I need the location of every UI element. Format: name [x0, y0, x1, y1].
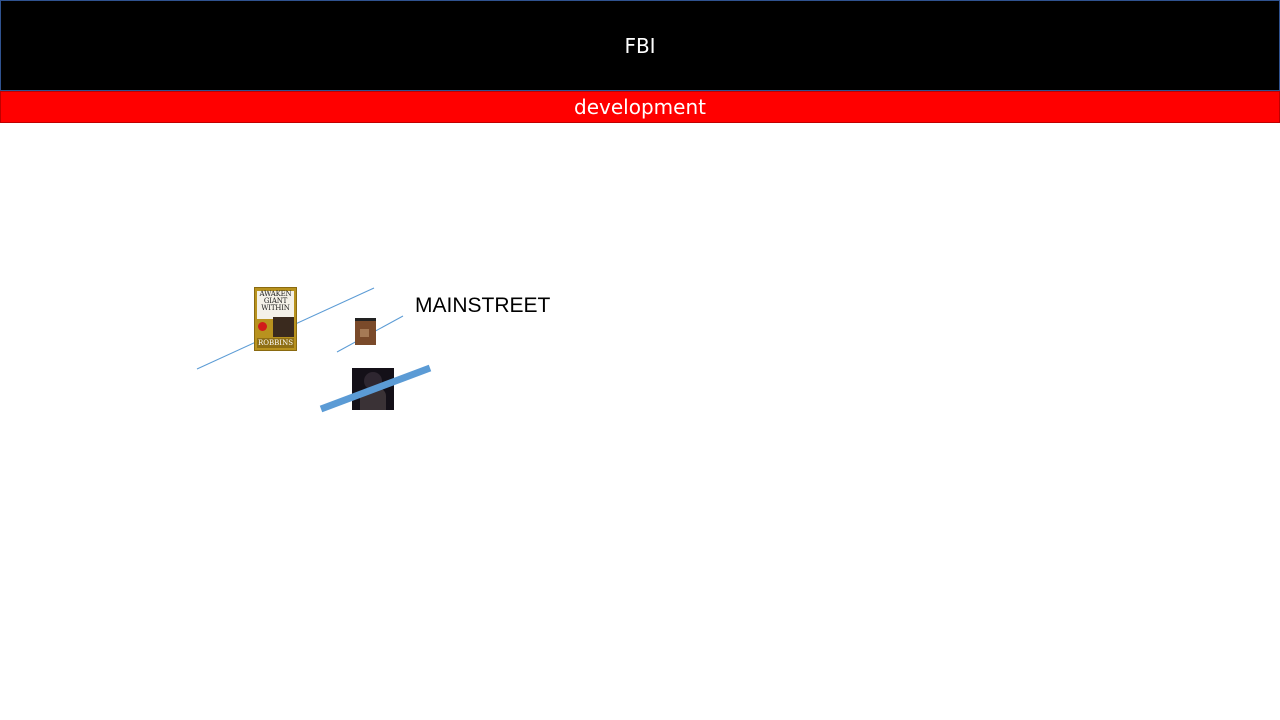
- small-thumbnail-image[interactable]: [355, 318, 376, 345]
- portrait-image[interactable]: [352, 368, 394, 410]
- page-title: FBI: [624, 33, 656, 58]
- book-author: ROBBINS: [257, 338, 294, 348]
- mainstreet-label: MAINSTREET: [415, 294, 551, 317]
- title-bar: FBI: [0, 0, 1280, 91]
- book-badge: [258, 322, 267, 331]
- book-author-photo: [273, 317, 294, 337]
- book-cover-image[interactable]: AWAKEN GIANT WITHIN ROBBINS: [254, 287, 297, 351]
- subtitle-bar: development: [0, 91, 1280, 123]
- page-subtitle: development: [574, 95, 706, 119]
- book-title: AWAKEN GIANT WITHIN: [257, 291, 294, 319]
